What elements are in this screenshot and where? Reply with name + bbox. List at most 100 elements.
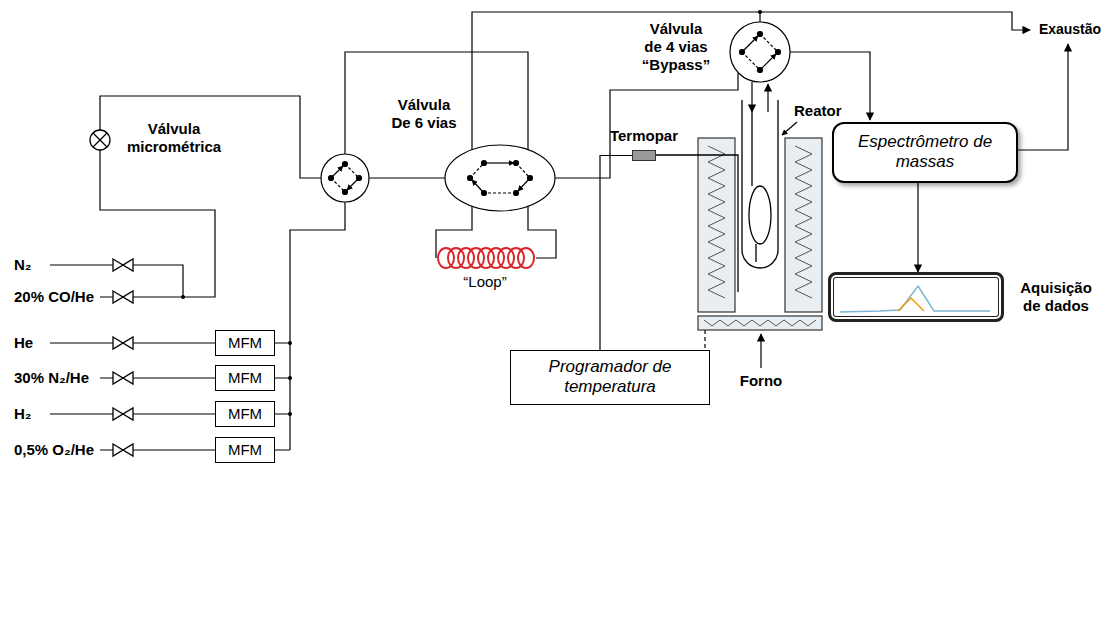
furnace <box>698 316 822 330</box>
gas-pipe <box>790 52 870 120</box>
bypass-valve-symbol <box>776 50 781 55</box>
pipe-junction <box>288 341 292 345</box>
shutoff-valve-symbol <box>113 259 133 456</box>
six-way-valve-symbol <box>445 145 555 211</box>
thermocouple-box: Termopar <box>632 150 656 161</box>
micrometric-valve-symbol <box>90 130 110 150</box>
shutoff-valve-symbol <box>113 291 133 303</box>
gas-pipe <box>100 150 215 297</box>
pipe-junction <box>181 295 185 299</box>
bypass-valve-symbol <box>760 54 776 70</box>
four-way-valve-symbol <box>321 154 369 202</box>
six-way-valve-symbol <box>468 176 473 181</box>
flow-meter-box: MFM <box>215 437 275 463</box>
shutoff-valve-symbol <box>113 259 133 271</box>
bypass-valve-symbol <box>740 32 781 73</box>
shutoff-valve-symbol <box>113 408 133 420</box>
reactor-label: Reator <box>794 102 842 120</box>
pipe-junction <box>288 412 292 416</box>
valve-label: Válvula micrométrica <box>118 120 230 156</box>
reactor-tube <box>749 186 771 244</box>
pipe-junction <box>181 10 762 416</box>
furnace <box>785 138 822 312</box>
furnace-label: Forno <box>738 372 784 390</box>
reactor-tube <box>755 244 756 262</box>
temperature-programmer-box: Programador de temperatura <box>510 350 710 405</box>
thermocouple-rod <box>656 155 738 292</box>
gas-pipe <box>1018 44 1068 150</box>
heating-coil <box>704 320 816 326</box>
flow-meter-box: MFM <box>215 365 275 391</box>
gas-name: 0,5% O₂/He <box>14 441 94 459</box>
furnace <box>698 138 735 312</box>
six-way-valve-symbol <box>482 191 487 196</box>
six-way-valve-symbol <box>528 176 533 181</box>
gas-name: He <box>14 334 33 352</box>
connector <box>917 183 918 272</box>
gas-pipe <box>782 122 797 135</box>
node-text: Programador de temperatura <box>521 357 699 398</box>
connector <box>600 156 632 351</box>
bypass-valve-symbol <box>742 34 778 70</box>
shutoff-valve-symbol <box>113 444 133 456</box>
flow-meter-box: MFM <box>215 401 275 427</box>
six-way-valve-symbol <box>468 161 533 196</box>
micrometric-valve-symbol <box>93 133 107 147</box>
node-text: MFM <box>220 369 270 387</box>
gas-pipe <box>133 343 215 450</box>
thermocouple-rod <box>656 155 738 292</box>
gas-pipe <box>704 330 705 350</box>
reactor-tube <box>742 100 778 268</box>
six-way-valve-symbol <box>470 163 530 193</box>
data-acquisition-monitor: Aquisição de dados <box>828 272 1004 322</box>
six-way-valve-symbol <box>482 161 487 166</box>
heating-coil <box>704 146 816 326</box>
sample-loop-coil <box>518 248 534 268</box>
bypass-valve-symbol <box>742 36 758 52</box>
four-way-valve-symbol <box>329 162 362 195</box>
gas-pipe <box>369 177 445 178</box>
gas-pipe <box>767 84 768 112</box>
four-way-valve-symbol <box>357 176 362 181</box>
gas-pipe <box>760 334 761 368</box>
reactor-tube <box>751 112 752 186</box>
gas-name: 30% N₂/He <box>14 369 89 387</box>
node-text: MFM <box>220 334 270 352</box>
six-way-valve-symbol <box>445 145 555 211</box>
gas-pipe <box>50 12 1068 450</box>
loop-label: “Loop” <box>450 273 520 291</box>
sample-loop-coil <box>438 248 534 268</box>
valve-label: Válvula De 6 vias <box>388 96 460 132</box>
gas-pipe <box>133 265 183 297</box>
four-way-valve-symbol <box>329 176 334 181</box>
reactor-tube <box>742 100 778 268</box>
bypass-valve-symbol <box>758 32 763 37</box>
bypass-valve-symbol <box>740 50 745 55</box>
valve-label: Válvula de 4 vias “Bypass” <box>640 20 712 74</box>
bypass-valve-symbol <box>730 22 790 82</box>
four-way-valve-symbol <box>331 164 359 192</box>
six-way-valve-symbol <box>514 161 519 166</box>
furnace <box>698 138 822 330</box>
gas-pipe <box>345 52 528 154</box>
monitor-trace <box>840 286 990 312</box>
heating-coil <box>795 146 812 298</box>
pipe-junction <box>758 10 762 14</box>
six-way-valve-symbol <box>484 162 514 163</box>
bypass-valve-symbol <box>730 22 790 82</box>
bypass-valve-symbol <box>758 68 763 73</box>
heating-coil <box>708 146 725 298</box>
shutoff-valve-symbol <box>113 372 133 384</box>
gas-name: H₂ <box>14 405 32 423</box>
node-text: Aquisição de dados <box>1013 279 1099 315</box>
mass-spectrometer-box: Espectrômetro de massas <box>832 122 1018 183</box>
four-way-valve-symbol <box>343 190 348 195</box>
four-way-valve-symbol <box>321 154 369 202</box>
gas-name: N₂ <box>14 256 32 274</box>
gas-pipe <box>751 82 752 112</box>
monitor-trace <box>840 286 990 312</box>
gas-name: 20% CO/He <box>14 288 94 306</box>
